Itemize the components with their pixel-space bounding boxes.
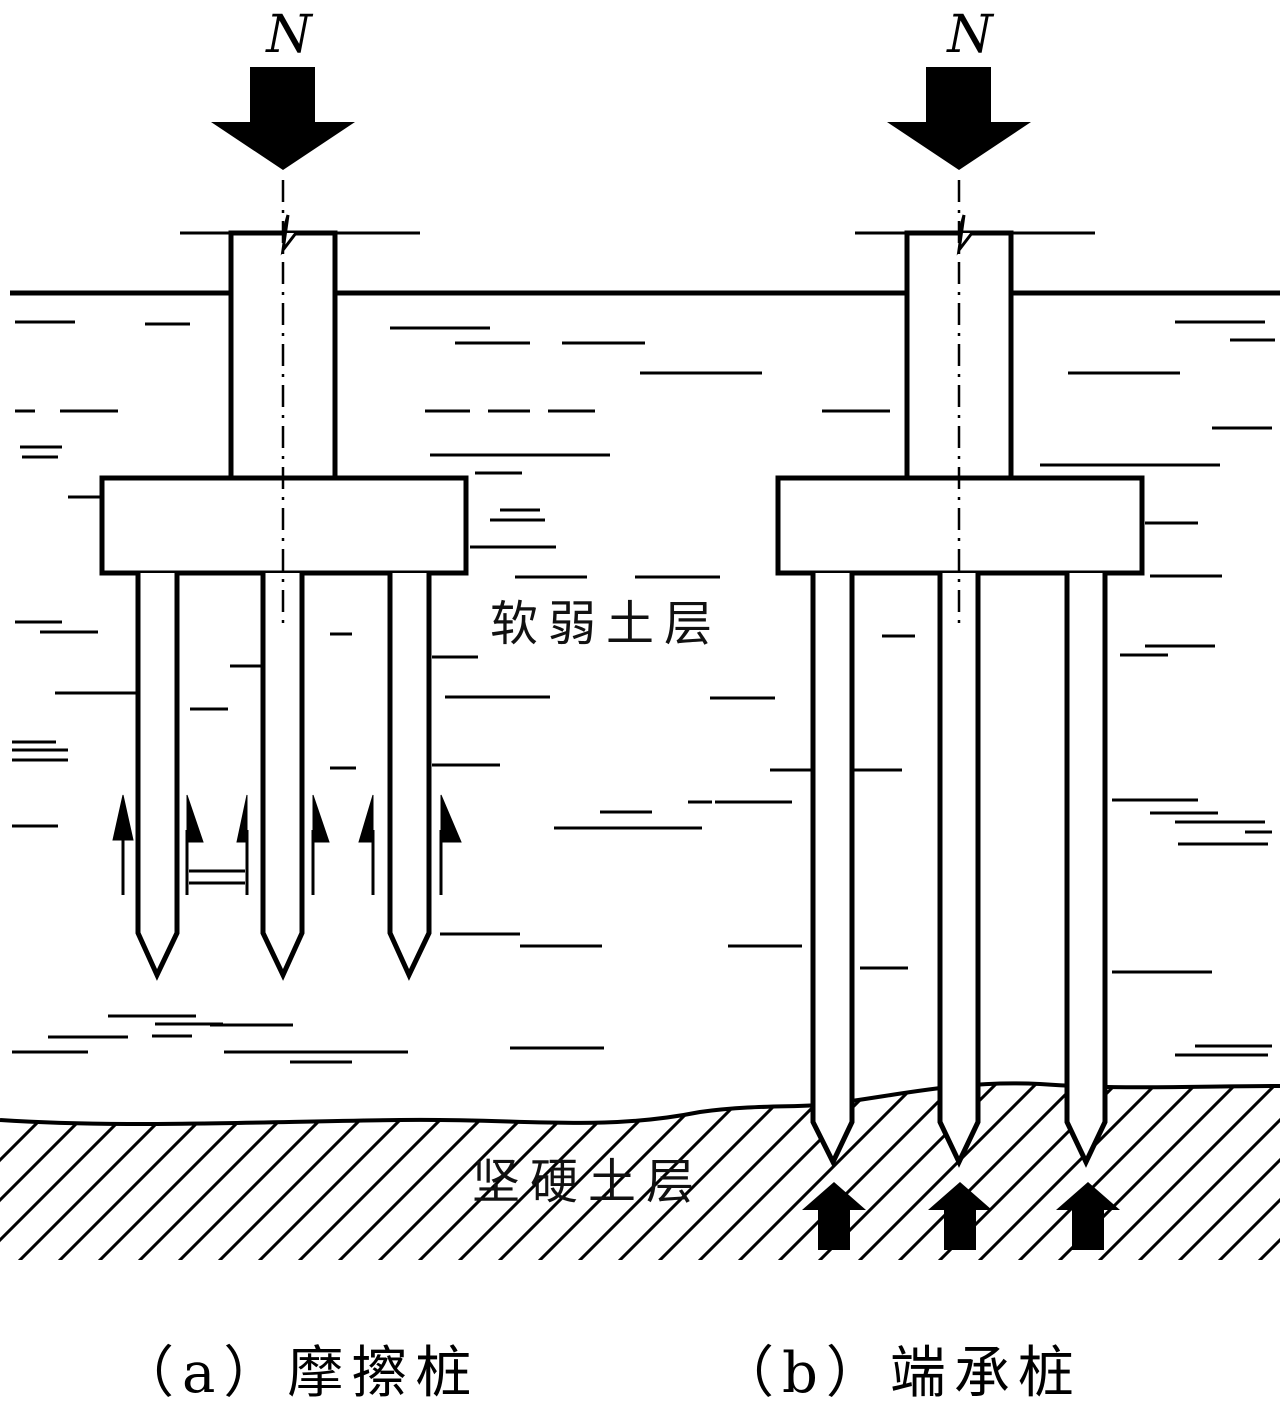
end-bearing-arrows <box>802 1182 1120 1250</box>
panel-b-end-bearing-piles <box>775 67 1145 1250</box>
soft-soil-label: 软弱土层 <box>490 596 722 652</box>
pile-a-right <box>387 573 432 981</box>
caption-a: （a）摩擦桩 <box>118 1341 479 1406</box>
hard-soil-label: 坚硬土层 <box>472 1154 704 1210</box>
pile-b-left <box>810 573 855 1168</box>
load-label-a: N <box>264 5 313 65</box>
panel-a-friction-piles <box>99 67 469 981</box>
load-label-b: N <box>945 5 994 65</box>
friction-arrows <box>112 794 462 895</box>
break-symbol-a <box>270 214 310 256</box>
load-arrow-b <box>887 67 1031 170</box>
caption-b: （b）端承桩 <box>718 1341 1082 1406</box>
soft-soil-texture <box>12 320 1275 1064</box>
pile-b-center <box>937 573 981 1168</box>
load-arrow-a <box>211 67 355 170</box>
pile-b-right <box>1064 573 1108 1168</box>
break-symbol-b <box>946 214 986 256</box>
pile-a-center <box>260 573 305 981</box>
pile-a-left <box>135 573 180 981</box>
